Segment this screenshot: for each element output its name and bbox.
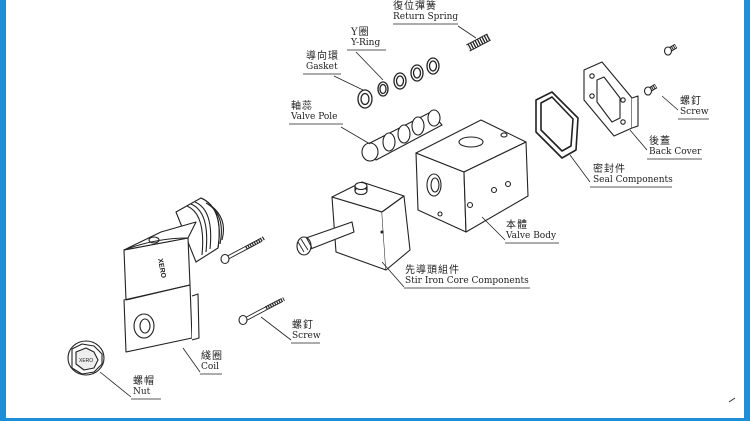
label-coil-zh: 綫圈 <box>201 351 223 362</box>
coil-part <box>123 197 225 353</box>
label-gasket-zh: 導向環 <box>306 51 339 62</box>
valve-pole-part <box>361 109 443 162</box>
label-seal-en: Seal Components <box>593 175 673 185</box>
label-stir-iron: 先導頭組件 Stir Iron Core Components <box>405 266 529 286</box>
long-screw-upper <box>220 236 265 265</box>
label-seal-zh: 密封件 <box>593 164 626 175</box>
label-screw-right-en: Screw <box>680 107 709 117</box>
label-nut-en: Nut <box>133 387 151 397</box>
long-screw-lower <box>238 297 285 326</box>
label-y-ring-zh: Y圈 <box>351 27 370 38</box>
label-valve-pole-en: Valve Pole <box>291 112 338 122</box>
label-back-cover-zh: 後蓋 <box>649 136 671 147</box>
label-return-spring-zh: 復位彈簧 <box>393 1 437 12</box>
label-screw-right: 螺釘 Screw <box>680 97 709 117</box>
nut-part: XERO <box>67 340 105 376</box>
stir-iron-core-part <box>296 181 411 271</box>
seal-part <box>535 91 579 159</box>
label-return-spring-en: Return Spring <box>393 12 459 22</box>
label-valve-pole-zh: 軸蕊 <box>291 101 313 112</box>
label-return-spring: 復位彈簧 Return Spring <box>393 2 458 22</box>
label-screw-mid-en: Screw <box>292 331 321 341</box>
label-screw-mid: 螺釘 Screw <box>292 321 321 341</box>
label-nut: 螺帽 Nut <box>133 377 155 397</box>
label-valve-body-zh: 本體 <box>506 220 528 231</box>
label-valve-body: 本體 Valve Body <box>506 221 556 241</box>
label-back-cover: 後蓋 Back Cover <box>649 137 701 157</box>
label-gasket: 導向環 Gasket <box>306 52 339 72</box>
label-stir-iron-en: Stir Iron Core Components <box>405 276 529 286</box>
valve-body-part <box>415 119 529 233</box>
return-spring-part <box>466 33 491 52</box>
label-y-ring: Y圈 Y-Ring <box>351 28 380 48</box>
label-stir-iron-zh: 先導頭組件 <box>405 265 460 276</box>
label-y-ring-en: Y-Ring <box>351 38 381 48</box>
leader-lines <box>99 23 709 400</box>
label-screw-right-zh: 螺釘 <box>680 96 702 107</box>
label-back-cover-en: Back Cover <box>649 147 702 157</box>
label-nut-zh: 螺帽 <box>133 376 155 387</box>
label-seal: 密封件 Seal Components <box>593 165 673 185</box>
label-coil-en: Coil <box>201 362 220 372</box>
label-screw-mid-zh: 螺釘 <box>292 320 314 331</box>
small-screws-right <box>643 43 678 96</box>
label-gasket-en: Gasket <box>306 62 338 72</box>
back-cover-part <box>583 61 639 137</box>
label-coil: 綫圈 Coil <box>201 352 223 372</box>
svg-text:XERO: XERO <box>79 358 93 364</box>
label-valve-pole: 軸蕊 Valve Pole <box>291 102 338 122</box>
exploded-valve-drawing: XERO <box>67 23 736 403</box>
corner-mark <box>728 397 736 403</box>
label-valve-body-en: Valve Body <box>506 231 557 241</box>
gasket-rings <box>357 57 440 109</box>
